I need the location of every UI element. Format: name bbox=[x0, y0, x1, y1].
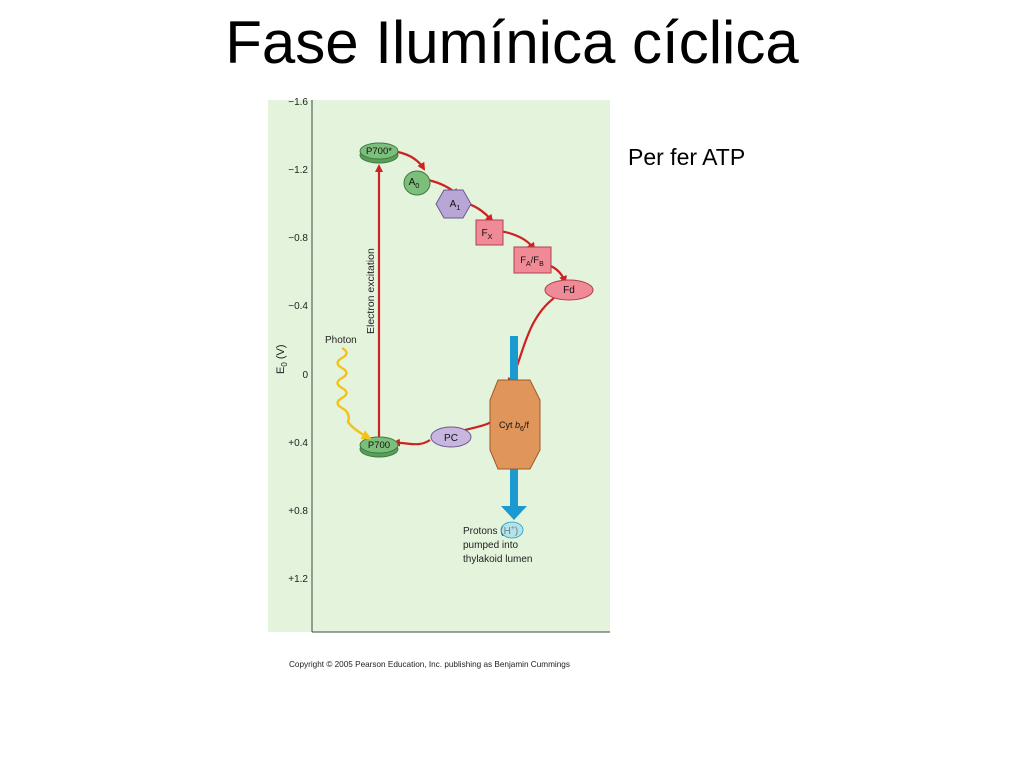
y-tick-label: −1.2 bbox=[288, 165, 308, 176]
diagram-panel bbox=[268, 100, 610, 632]
photon-wave-arrow bbox=[336, 346, 372, 440]
svg-text:Fd: Fd bbox=[563, 285, 575, 296]
svg-text:Cyt b6/f: Cyt b6/f bbox=[499, 420, 529, 433]
side-note: Per fer ATP bbox=[628, 144, 746, 170]
svg-text:thylakoid lumen: thylakoid lumen bbox=[463, 554, 532, 565]
svg-text:FA/FB: FA/FB bbox=[520, 255, 544, 268]
cytochrome-b6f-complex: Cyt b6/f bbox=[489, 379, 541, 470]
y-tick-label: −1.6 bbox=[288, 97, 308, 108]
a0-carrier: A0 bbox=[403, 170, 431, 196]
electron-transport-diagram: −1.6 −1.2 −0.8 −0.4 0 +0.4 +0.8 +1.2 E0 … bbox=[268, 92, 616, 682]
svg-text:FX: FX bbox=[481, 228, 492, 241]
y-tick-label: +1.2 bbox=[288, 574, 308, 585]
fd-carrier: Fd bbox=[544, 279, 594, 301]
slide-title: Fase Ilumínica cíclica bbox=[225, 9, 799, 76]
a1-carrier: A1 bbox=[435, 189, 472, 219]
y-tick-label: −0.8 bbox=[288, 233, 308, 244]
svg-text:P700: P700 bbox=[368, 440, 390, 451]
photon-label: Photon bbox=[325, 335, 357, 346]
proton-highlight bbox=[500, 521, 524, 539]
y-tick-label: +0.4 bbox=[288, 438, 308, 449]
y-tick-label: −0.4 bbox=[288, 301, 308, 312]
svg-text:A1: A1 bbox=[450, 199, 461, 212]
transfer-arrow bbox=[397, 150, 426, 171]
svg-text:A0: A0 bbox=[409, 177, 420, 190]
p700-star-carrier: P700* bbox=[359, 142, 399, 164]
svg-text:P700*: P700* bbox=[366, 146, 392, 157]
y-tick-label: 0 bbox=[302, 370, 308, 381]
fx-carrier: FX bbox=[475, 219, 504, 246]
electron-excitation-label: Electron excitation bbox=[365, 248, 377, 334]
y-tick-label: +0.8 bbox=[288, 506, 308, 517]
p700-carrier: P700 bbox=[359, 436, 399, 458]
y-axis-title: E0 (V) bbox=[275, 344, 289, 374]
svg-text:PC: PC bbox=[444, 433, 458, 444]
plastocyanin-carrier: PC bbox=[430, 426, 472, 448]
fa-fb-carrier: FA/FB bbox=[513, 246, 552, 274]
copyright-notice: Copyright © 2005 Pearson Education, Inc.… bbox=[289, 660, 570, 669]
svg-text:pumped into: pumped into bbox=[463, 540, 518, 551]
